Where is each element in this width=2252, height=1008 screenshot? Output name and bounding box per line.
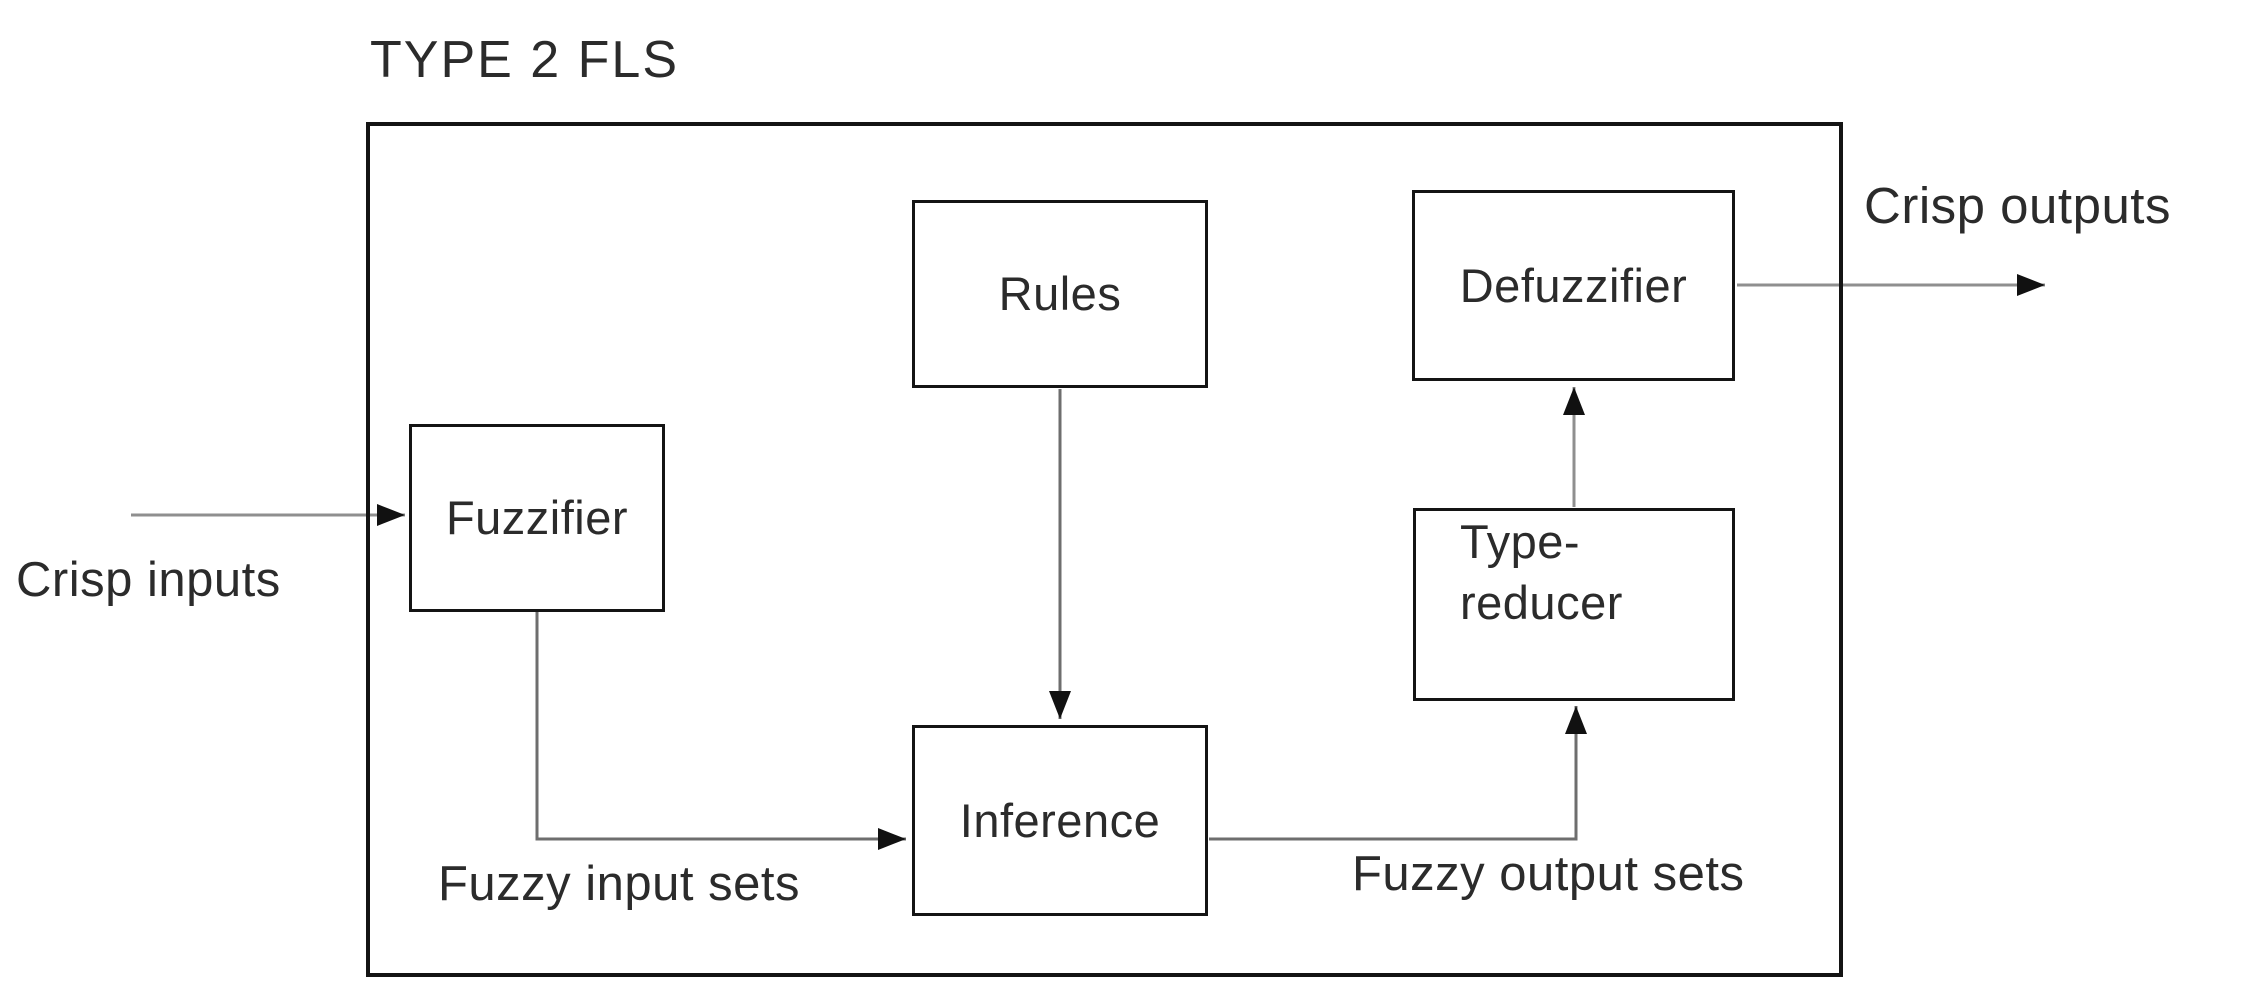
defuzzifier-box: Defuzzifier	[1412, 190, 1735, 381]
type-reducer-label-line1: Type-	[1460, 515, 1581, 568]
inference-box: Inference	[912, 725, 1208, 916]
fuzzy-input-sets-label: Fuzzy input sets	[438, 857, 801, 911]
type-reducer-label-line2: reducer	[1460, 576, 1623, 630]
arrow-fuzzifier-to-inference	[535, 612, 906, 850]
fuzzy-output-sets-label: Fuzzy output sets	[1352, 847, 1745, 901]
fuzzifier-label: Fuzzifier	[445, 491, 629, 545]
crisp-inputs-label: Crisp inputs	[16, 553, 281, 607]
fuzzifier-box: Fuzzifier	[409, 424, 665, 612]
defuzzifier-label: Defuzzifier	[1459, 258, 1688, 312]
arrow-inference-to-type-reducer	[1209, 706, 1587, 841]
type-reducer-box: Type- reducer	[1413, 508, 1735, 701]
rules-label: Rules	[998, 267, 1122, 321]
diagram-title: TYPE 2 FLS	[370, 31, 679, 89]
crisp-outputs-label: Crisp outputs	[1864, 177, 2171, 234]
system-boundary-box	[366, 122, 1843, 977]
rules-box: Rules	[912, 200, 1208, 388]
inference-label: Inference	[959, 793, 1161, 847]
